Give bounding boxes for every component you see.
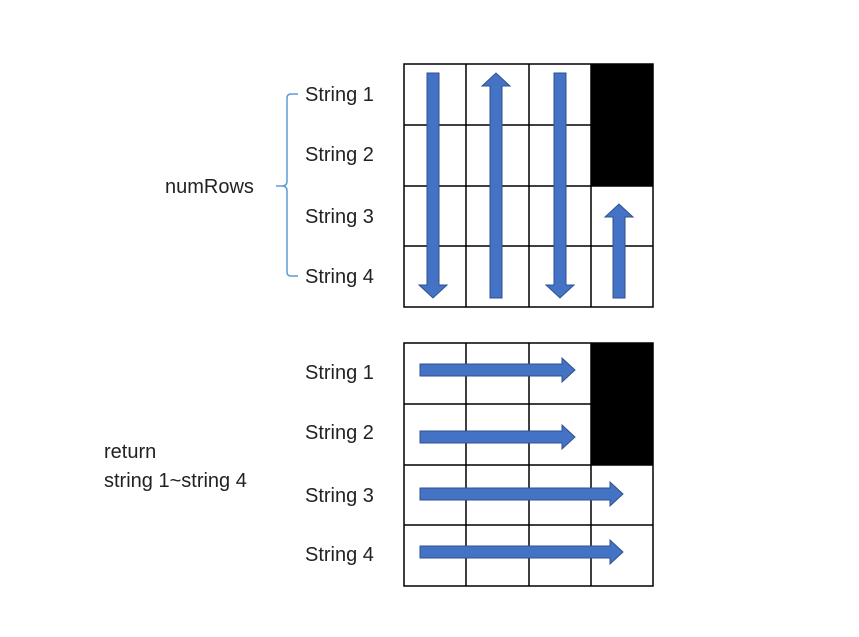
top-arrow-up-col2	[480, 72, 512, 299]
bottom-row-label-2: String 2	[305, 422, 374, 444]
return-range-label: string 1~string 4	[104, 470, 247, 492]
bottom-row-label-1: String 1	[305, 362, 374, 384]
num-rows-label: numRows	[165, 176, 254, 198]
top-row-label-2: String 2	[305, 144, 374, 166]
bottom-row-label-4: String 4	[305, 544, 374, 566]
bottom-row-label-3: String 3	[305, 485, 374, 507]
top-row-label-4: String 4	[305, 266, 374, 288]
top-arrow-up-col4	[603, 203, 635, 299]
bottom-filled-cell	[591, 343, 653, 465]
top-arrow-down-col3	[544, 72, 576, 299]
return-label: return	[104, 441, 156, 463]
top-filled-cell	[591, 64, 653, 186]
bottom-arrow-row1	[419, 356, 576, 384]
top-row-label-1: String 1	[305, 84, 374, 106]
top-arrow-down-col1	[417, 72, 449, 299]
top-diagram: numRows String 1 String 2 String 3 Strin…	[165, 63, 654, 308]
bottom-arrow-row2	[419, 423, 576, 451]
bottom-arrow-row3	[419, 480, 624, 508]
bottom-diagram: return string 1~string 4 String 1 String…	[104, 342, 654, 587]
top-row-label-3: String 3	[305, 206, 374, 228]
num-rows-brace	[276, 93, 298, 277]
bottom-arrow-row4	[419, 538, 624, 566]
